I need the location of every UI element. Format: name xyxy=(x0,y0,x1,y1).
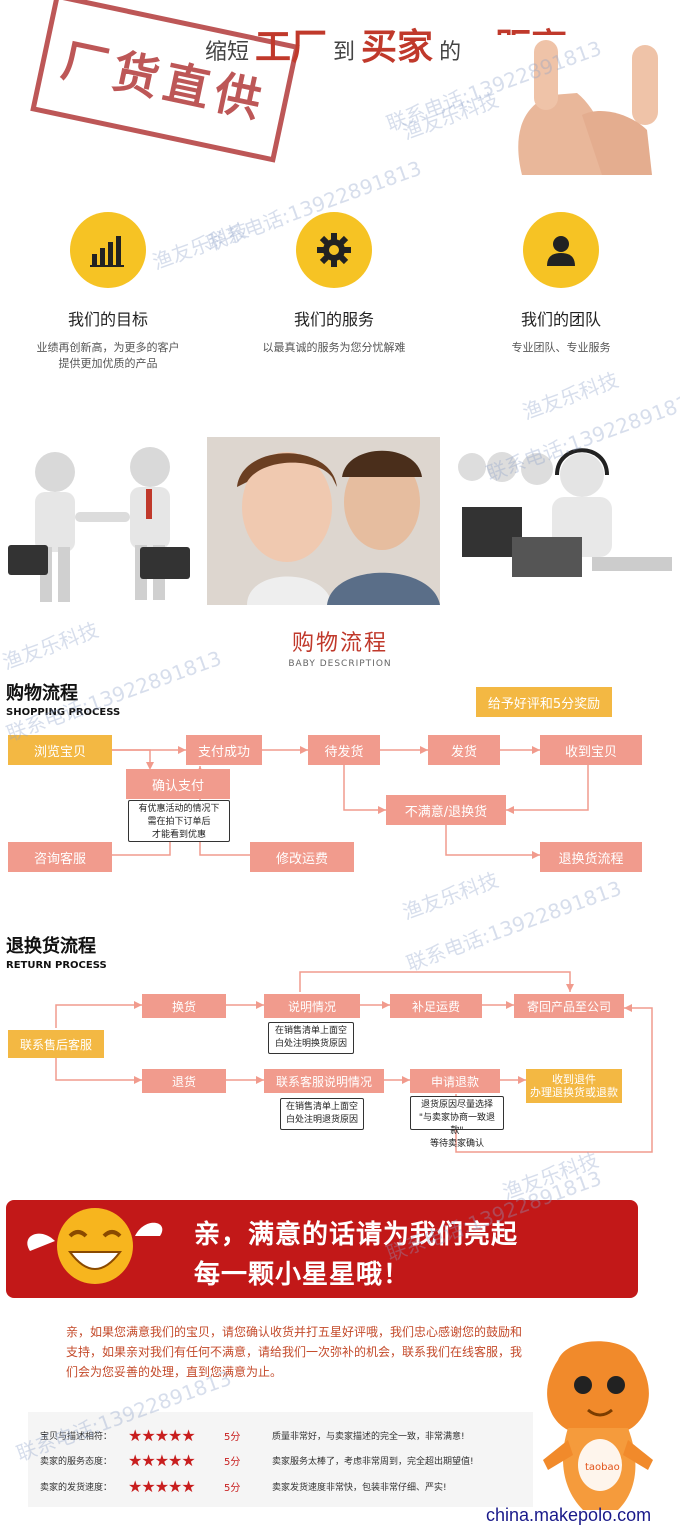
refund-box: 退货 xyxy=(142,1069,226,1093)
unsatisfied-box: 不满意/退换货 xyxy=(386,795,506,825)
refund-note: 在销售清单上面空 白处注明退货原因 xyxy=(280,1098,364,1130)
headline-part: 缩短 xyxy=(205,40,250,65)
smiley-icon xyxy=(27,1208,163,1284)
rating-table: 宝贝与描述相符： ★★★★★ 5分 质量非常好，与卖家描述的完全一致，非常满意!… xyxy=(28,1412,533,1507)
feature-desc: 以最真诚的服务为您分忧解难 xyxy=(262,341,406,354)
customer-service-photo xyxy=(207,437,440,605)
star-rating: ★★★★★ xyxy=(128,1425,196,1445)
rating-row: 宝贝与描述相符： ★★★★★ 5分 质量非常好，与卖家描述的完全一致，非常满意! xyxy=(28,1422,533,1448)
ship-box: 发货 xyxy=(428,735,500,765)
rating-row: 卖家的服务态度： ★★★★★ 5分 卖家服务太棒了，考虑非常周到，完全超出期望值… xyxy=(28,1447,533,1473)
receive-refund-box: 收到退件 办理退换货或退款 xyxy=(526,1069,622,1103)
rating-score: 5分 xyxy=(224,1431,241,1443)
mascot-label: taobao xyxy=(585,1462,620,1473)
handshake-photo xyxy=(0,437,205,605)
consult-box: 咨询客服 xyxy=(8,842,112,872)
discount-note: 有优惠活动的情况下 需在拍下订单后 才能看到优惠 xyxy=(128,800,230,842)
rating-desc: 质量非常好，与卖家描述的完全一致，非常满意! xyxy=(272,1431,465,1442)
return-flow-arrows xyxy=(55,971,653,1153)
exchange-note: 在销售清单上面空 白处注明换货原因 xyxy=(268,1022,354,1054)
bar-chart-icon xyxy=(70,212,146,288)
rating-score: 5分 xyxy=(224,1456,241,1468)
rating-desc: 卖家服务太棒了，考虑非常周到，完全超出期望值! xyxy=(272,1456,474,1467)
wait-ship-box: 待发货 xyxy=(308,735,380,765)
section-title-en: BABY DESCRIPTION xyxy=(288,659,392,669)
shopping-process-header: 购物流程 SHOPPING PROCESS xyxy=(6,679,120,718)
reward-box: 给予好评和5分奖励 xyxy=(476,687,612,717)
apply-refund-box: 申请退款 xyxy=(410,1069,500,1093)
confirm-pay-box: 确认支付 xyxy=(126,769,230,799)
taobao-mascot-image: taobao xyxy=(543,1341,653,1510)
feature-title: 我们的服务 xyxy=(293,310,374,329)
exchange-box: 换货 xyxy=(142,994,226,1018)
feature-team: 我们的团队 专业团队、专业服务 xyxy=(461,212,661,356)
process-subtitle: SHOPPING PROCESS xyxy=(6,707,121,718)
watermark-text: 渔友乐科技 xyxy=(519,367,622,425)
receive-box: 收到宝贝 xyxy=(540,735,642,765)
pay-success-box: 支付成功 xyxy=(186,735,262,765)
hand-gesture-image xyxy=(482,35,672,175)
send-back-box: 寄回产品至公司 xyxy=(514,994,624,1018)
star-rating: ★★★★★ xyxy=(128,1450,196,1470)
thank-you-paragraph: 亲，如果您满意我们的宝贝，请您确认收货并打五星好评哦，我们忠心感谢您的鼓励和支持… xyxy=(66,1325,523,1379)
modify-fee-box: 修改运费 xyxy=(250,842,354,872)
feature-service: 我们的服务 以最真诚的服务为您分忧解难 xyxy=(234,212,434,356)
banner-line-2: 每一颗小星星哦！ xyxy=(194,1260,411,1290)
rating-label: 卖家的发货速度： xyxy=(40,1482,113,1493)
feature-desc: 专业团队、专业服务 xyxy=(511,341,611,354)
feature-goal: 我们的目标 业绩再创新高，为更多的客户 提供更加优质的产品 xyxy=(8,212,208,372)
add-fee-box: 补足运费 xyxy=(390,994,482,1018)
headline-part: 的 xyxy=(439,40,462,65)
section-title: 购物流程 BABY DESCRIPTION xyxy=(0,625,680,669)
top-banner: 厂货直供 缩短 工厂 到 买家 的 距离 xyxy=(0,0,680,178)
call-center-photo xyxy=(442,437,680,605)
contact-after-sales-box: 联系售后客服 xyxy=(8,1030,104,1058)
return-process-header: 退换货流程 RETURN PROCESS xyxy=(6,932,107,971)
contact-explain-box: 联系客服说明情况 xyxy=(264,1069,384,1093)
star-request-banner: 亲，满意的话请为我们亮起 每一颗小星星哦！ xyxy=(6,1200,638,1298)
rating-desc: 卖家发货速度非常快，包装非常仔细、严实! xyxy=(272,1482,447,1493)
headline-part: 到 xyxy=(333,40,356,65)
rating-score: 5分 xyxy=(224,1482,241,1494)
feature-title: 我们的团队 xyxy=(520,310,601,329)
section-title-zh: 购物流程 xyxy=(291,631,388,656)
rating-label: 卖家的服务态度： xyxy=(40,1456,113,1467)
site-brand: china.makepolo.com xyxy=(486,1505,652,1525)
banner-line-1: 亲，满意的话请为我们亮起 xyxy=(194,1220,519,1250)
explain-box: 说明情况 xyxy=(264,994,360,1018)
process-title: 退换货流程 xyxy=(6,936,96,957)
headline-part: 买家 xyxy=(361,27,434,68)
feature-desc: 业绩再创新高，为更多的客户 提供更加优质的产品 xyxy=(36,341,180,370)
process-subtitle: RETURN PROCESS xyxy=(6,960,107,971)
headline-part: 工厂 xyxy=(255,27,328,68)
feature-title: 我们的目标 xyxy=(67,310,148,329)
rating-label: 宝贝与描述相符： xyxy=(40,1431,113,1442)
star-rating: ★★★★★ xyxy=(128,1476,196,1496)
browse-box: 浏览宝贝 xyxy=(8,735,112,765)
rating-row: 卖家的发货速度： ★★★★★ 5分 卖家发货速度非常快，包装非常仔细、严实! xyxy=(28,1473,533,1499)
refund-reason-note: 退货原因尽量选择 "与卖家协商一致退款" 等待卖家确认 xyxy=(410,1096,504,1149)
gear-icon xyxy=(296,212,372,288)
process-title: 购物流程 xyxy=(6,683,78,704)
person-icon xyxy=(523,212,599,288)
return-process-box: 退换货流程 xyxy=(540,842,642,872)
